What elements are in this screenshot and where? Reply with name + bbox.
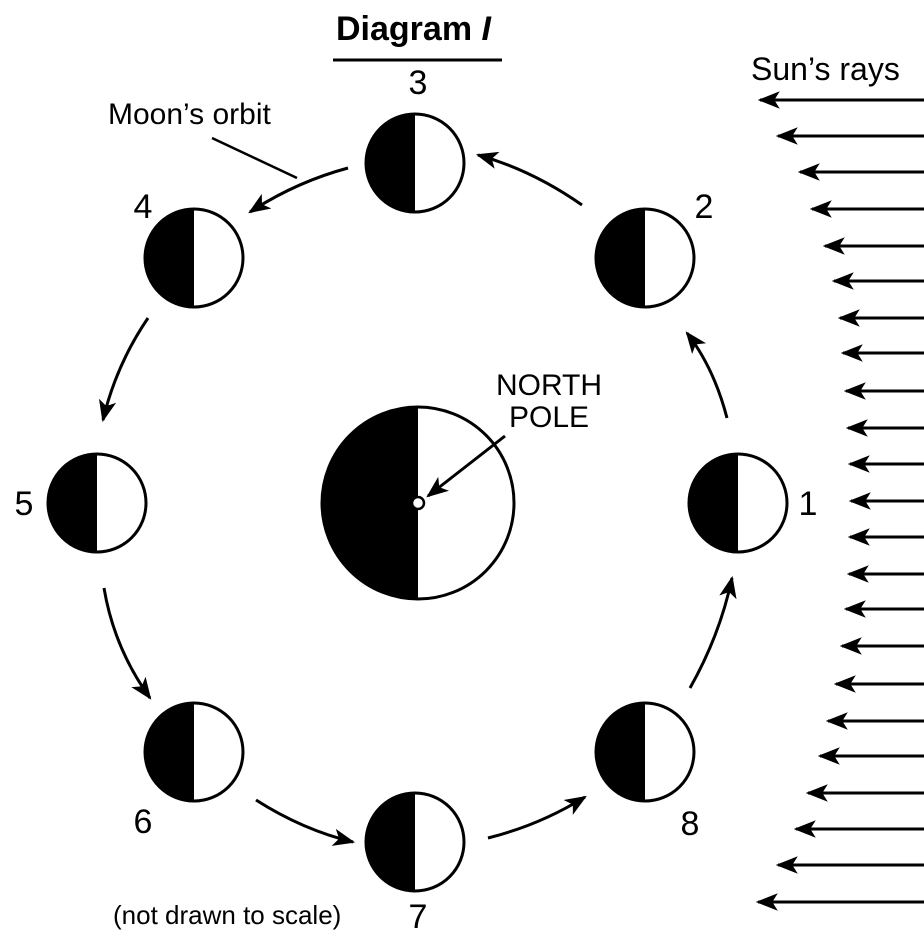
moon-outline	[143, 207, 245, 309]
moons	[46, 112, 789, 893]
position-number-3: 3	[409, 64, 428, 102]
moon-outline	[594, 701, 696, 803]
moon-dark-half	[366, 793, 415, 891]
orbit-arrow-4	[98, 317, 150, 423]
position-number-6: 6	[134, 803, 153, 841]
sun-rays	[755, 91, 924, 911]
orbit-arrows	[98, 151, 737, 846]
earth-night-side	[322, 407, 418, 599]
orbit-arrow-3	[248, 166, 349, 214]
moon-position-4	[143, 207, 245, 309]
moon-position-2	[594, 207, 696, 309]
moon-dark-half	[596, 209, 645, 307]
moon-position-3	[364, 112, 466, 214]
earth	[320, 405, 516, 601]
orbit-arrow-2	[475, 151, 583, 207]
north-pole-label-line2: POLE	[509, 401, 589, 434]
orbit-arrow-6	[255, 798, 356, 846]
scale-note: (not drawn to scale)	[113, 900, 341, 930]
moon-position-1	[687, 452, 789, 554]
moon-position-6	[143, 701, 245, 803]
moon-dark-half	[145, 703, 194, 801]
position-number-2: 2	[695, 188, 714, 226]
orbit-arrow-5	[102, 587, 152, 700]
diagram-title: Diagram I	[336, 10, 493, 48]
position-number-7: 7	[409, 898, 428, 936]
moon-outline	[687, 452, 789, 554]
moon-outline	[594, 207, 696, 309]
moons-orbit-leader	[211, 136, 298, 180]
position-number-1: 1	[799, 485, 818, 523]
moon-dark-half	[145, 209, 194, 307]
moon-outline	[143, 701, 245, 803]
orbit-arrow-7	[487, 795, 587, 840]
earth-outline	[320, 405, 516, 601]
north-pole-dot	[410, 495, 426, 511]
title-group: Diagram I	[333, 10, 502, 62]
north-pole-label-line1: NORTH	[496, 369, 602, 402]
moon-position-7	[364, 791, 466, 893]
moon-outline	[364, 791, 466, 893]
moons-orbit-label: Moon’s orbit	[108, 98, 272, 131]
orbit-arrow-8	[688, 575, 737, 689]
moon-position-5	[46, 452, 148, 554]
orbit-arrow-1	[685, 331, 729, 419]
moon-position-8	[594, 701, 696, 803]
moon-dark-half	[689, 454, 738, 552]
moon-dark-half	[596, 703, 645, 801]
moon-dark-half	[48, 454, 97, 552]
moon-dark-half	[366, 114, 415, 212]
position-number-4: 4	[134, 188, 153, 226]
position-number-8: 8	[681, 805, 700, 843]
position-number-5: 5	[15, 485, 34, 523]
position-numbers: 1 2 3 4 5 6 7 8	[15, 64, 818, 936]
sun-rays-label: Sun’s rays	[751, 51, 900, 87]
north-pole-pointer	[426, 434, 506, 498]
moon-outline	[364, 112, 466, 214]
moon-outline	[46, 452, 148, 554]
